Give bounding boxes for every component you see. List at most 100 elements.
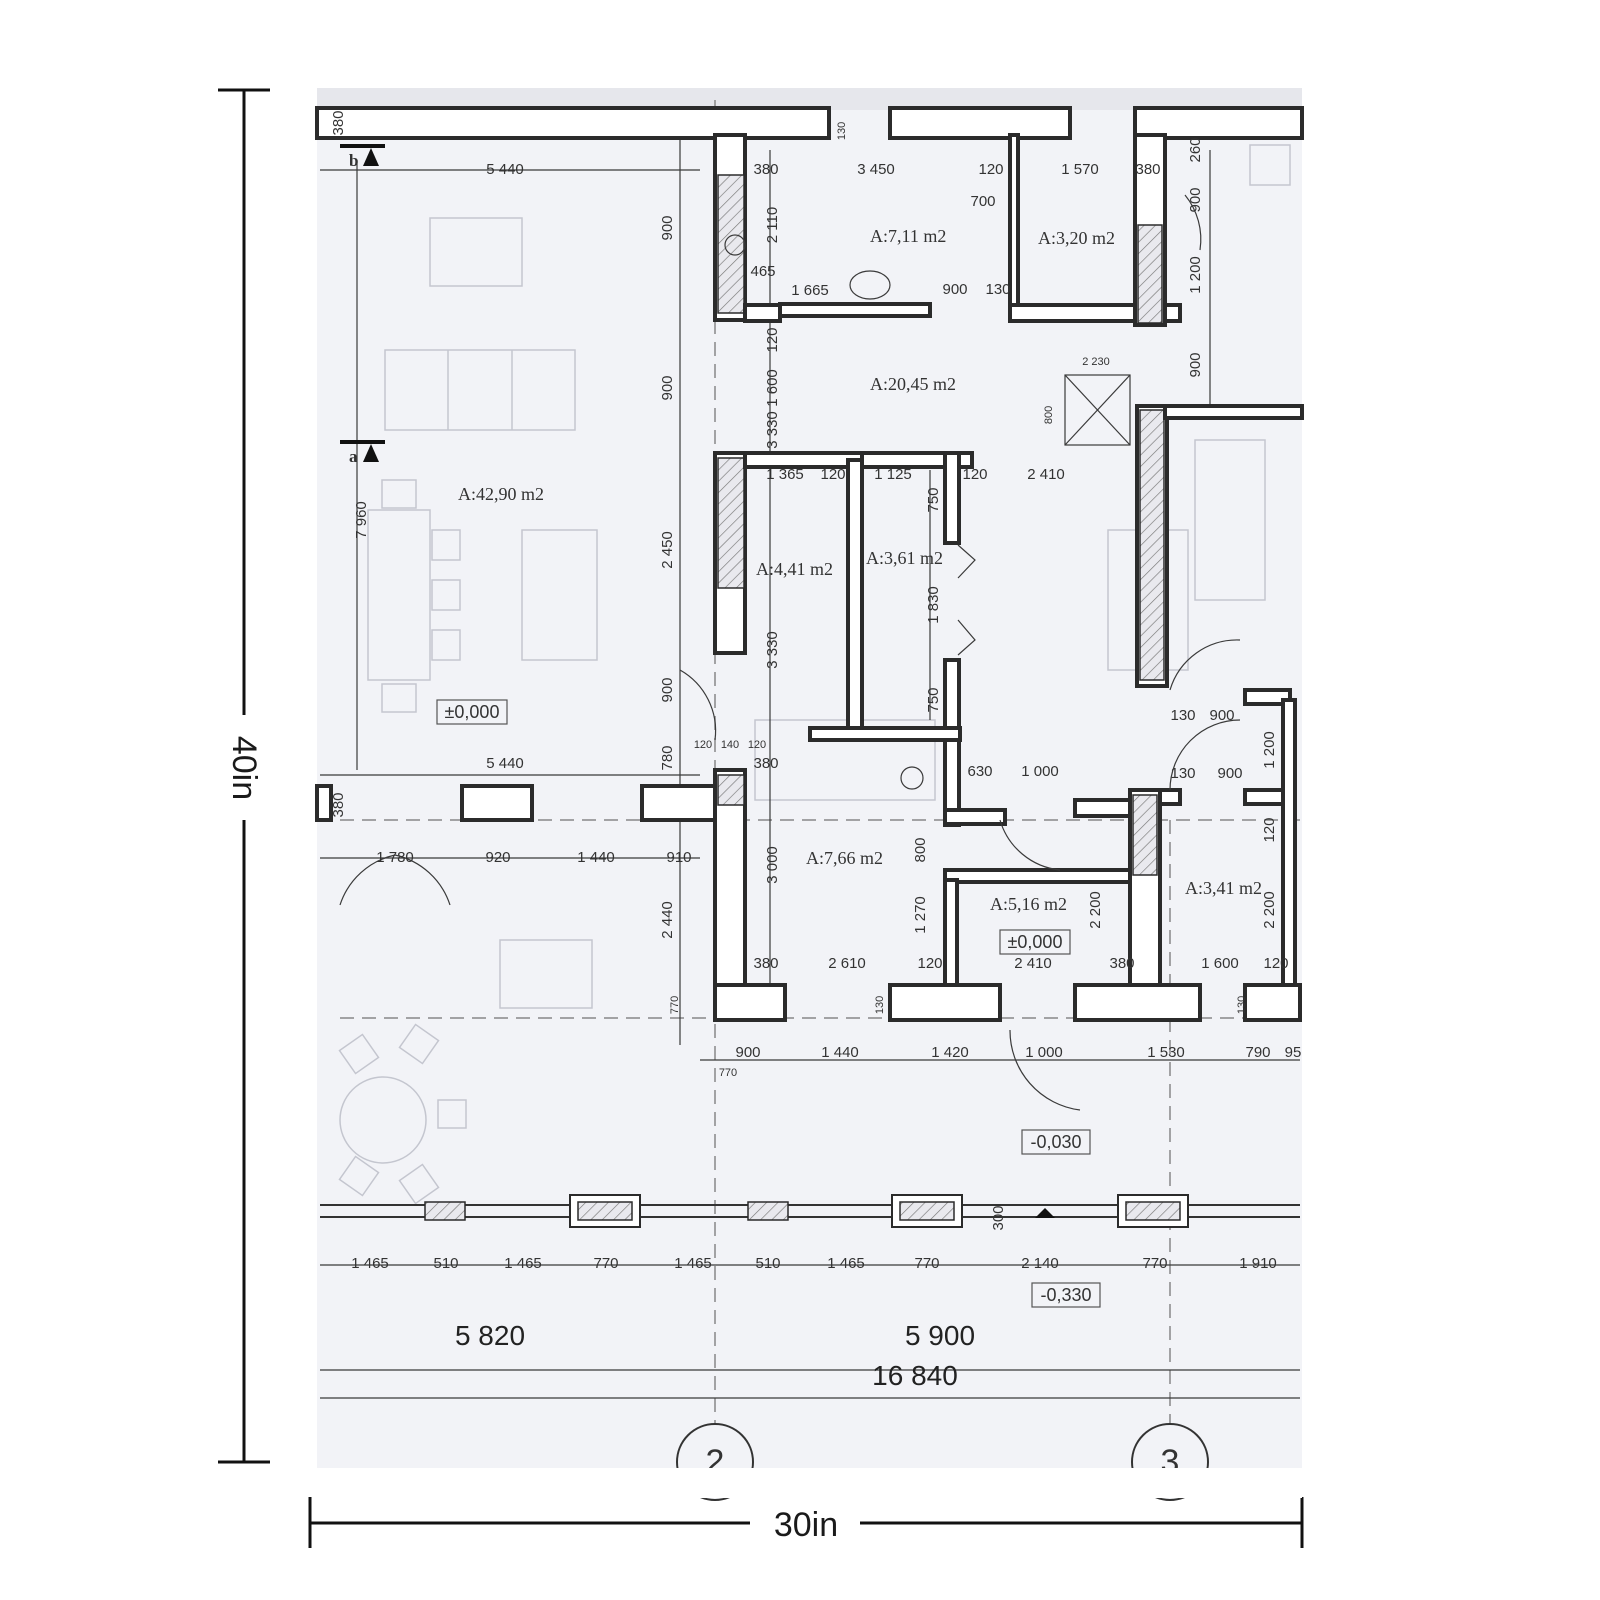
room-area-wc: A:3,20 m2 [1038, 228, 1115, 248]
dim: 1 570 [1061, 161, 1099, 178]
dim: 1 830 [925, 586, 942, 624]
dim: 380 [1109, 955, 1134, 972]
dim: 3 450 [857, 161, 895, 178]
dim: 920 [485, 849, 510, 866]
dim: 510 [433, 1255, 458, 1272]
dim: 1 440 [821, 1044, 859, 1061]
dim: 510 [755, 1255, 780, 1272]
dim: 1 665 [791, 282, 829, 299]
dim: 5 440 [486, 755, 524, 772]
door-swings [339, 194, 1241, 1111]
dim: 1 420 [931, 1044, 969, 1061]
dim: 130 [836, 122, 848, 140]
dim: 2 440 [659, 901, 676, 939]
dim: 120 [978, 161, 1003, 178]
room-area-bedroom: A:5,16 m2 [990, 894, 1067, 914]
level-terrace: -0,030 [1030, 1132, 1081, 1152]
dim: 1 780 [376, 849, 414, 866]
dim: 900 [659, 375, 676, 400]
dim: 120 [820, 466, 845, 483]
dim: 95 [1285, 1044, 1302, 1061]
level-markers: ±0,000 ±0,000 -0,030 -0,330 [436, 699, 1101, 1308]
dim: 3 330 [764, 411, 781, 449]
furniture-layer [338, 144, 1291, 1205]
dim: 2 450 [659, 531, 676, 569]
dim: 3 330 [764, 631, 781, 669]
dim: 1 465 [351, 1255, 389, 1272]
dim: 300 [990, 1205, 1007, 1230]
dim: 2 200 [1087, 891, 1104, 929]
dim: 130 [1236, 996, 1248, 1014]
dim: 630 [967, 763, 992, 780]
dim: 380 [330, 792, 347, 817]
dim: 130 [985, 281, 1010, 298]
dim: 900 [1209, 707, 1234, 724]
dim: 800 [1043, 406, 1055, 424]
dim: 1 000 [1025, 1044, 1063, 1061]
dim: 1 600 [764, 369, 781, 407]
dim: 380 [330, 110, 347, 135]
dim: 1 530 [1147, 1044, 1185, 1061]
level-living: ±0,000 [445, 702, 500, 722]
dim: 750 [925, 687, 942, 712]
dim: 260 [1187, 137, 1204, 162]
dim: 900 [659, 677, 676, 702]
dim: 130 [1170, 707, 1195, 724]
dim: 465 [750, 263, 775, 280]
vertical-dimension-numbers: 380 900 2 110 900 1 200 900 260 900 1 60… [330, 110, 1278, 1230]
dim: 770 [719, 1067, 737, 1079]
dim: 770 [593, 1255, 618, 1272]
dim: 900 [1187, 187, 1204, 212]
level-bedroom: ±0,000 [1008, 932, 1063, 952]
dim: 380 [753, 161, 778, 178]
dim: 1 125 [874, 466, 912, 483]
dim: 900 [735, 1044, 760, 1061]
dim: 1 200 [1187, 256, 1204, 294]
dim: 1 465 [674, 1255, 712, 1272]
dim: 700 [970, 193, 995, 210]
dim: 780 [659, 745, 676, 770]
dim: 770 [1142, 1255, 1167, 1272]
dim: 1 600 [1201, 955, 1239, 972]
section-mark-a: a [349, 447, 358, 466]
dim: 1 465 [827, 1255, 865, 1272]
dim: 1 440 [577, 849, 615, 866]
dim: 3 000 [764, 846, 781, 884]
dim: 380 [753, 955, 778, 972]
walls [315, 106, 1304, 1228]
room-area-storage: A:3,41 m2 [1185, 878, 1262, 898]
dim: 900 [1217, 765, 1242, 782]
dim: 2 140 [1021, 1255, 1059, 1272]
dim: 1 465 [504, 1255, 542, 1272]
dim: 1 270 [912, 896, 929, 934]
dim: 130 [874, 996, 886, 1014]
dim: 140 [721, 739, 739, 751]
dim: 790 [1245, 1044, 1270, 1061]
dim: 120 [694, 739, 712, 751]
dim: 380 [1135, 161, 1160, 178]
dim: 120 [917, 955, 942, 972]
overall-dimensions: 5 820 5 900 16 840 [455, 1320, 975, 1391]
dim: 900 [1187, 352, 1204, 377]
room-area-living: A:42,90 m2 [458, 484, 544, 504]
dim: 120 [1263, 955, 1288, 972]
dim: 120 [764, 327, 781, 352]
width-dimension: 30in [308, 1497, 1304, 1548]
dim: 770 [914, 1255, 939, 1272]
dim: 2 610 [828, 955, 866, 972]
dim: 1 200 [1261, 731, 1278, 769]
dim: 900 [659, 215, 676, 240]
axis-bubbles: 2 3 [317, 1423, 1302, 1501]
dim: 1 365 [766, 466, 804, 483]
dim: 1 910 [1239, 1255, 1277, 1272]
dim: 910 [666, 849, 691, 866]
dim: 2 410 [1014, 955, 1052, 972]
dim: 120 [748, 739, 766, 751]
dim: 120 [1261, 817, 1278, 842]
dim: 1 000 [1021, 763, 1059, 780]
room-area-bath: A:7,11 m2 [870, 226, 946, 246]
dim: 750 [925, 487, 942, 512]
dimension-numbers: 5 440 380 3 450 120 1 570 380 700 465 1 … [351, 161, 1301, 1272]
dim: 7 960 [353, 501, 370, 539]
